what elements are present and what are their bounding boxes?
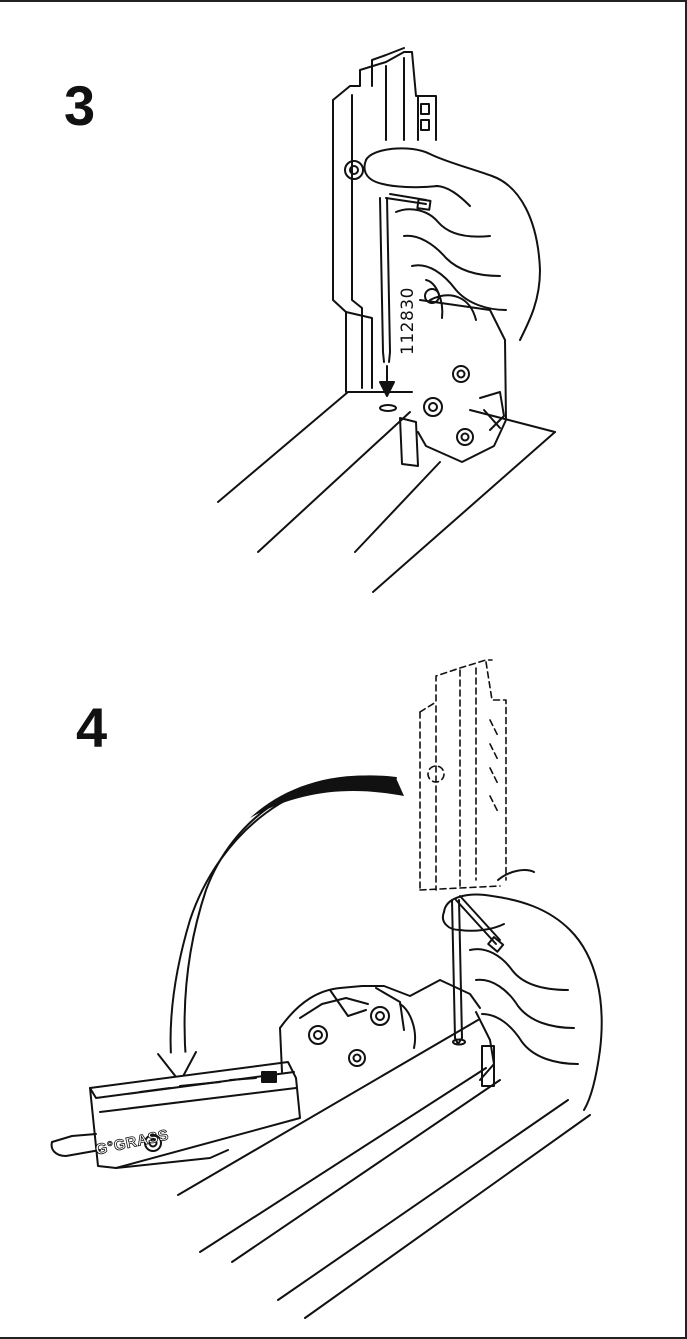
step3-down-arrow (379, 365, 397, 412)
hex-key-part-code: 112830 (398, 287, 418, 355)
step4-hex-key (451, 895, 505, 1046)
step-3-number: 3 (64, 74, 96, 137)
step4-hinge-body (50, 979, 495, 1169)
step3-drawer-rails (217, 391, 556, 593)
step-4-number: 4 (76, 696, 108, 759)
step4-hand (442, 869, 603, 1111)
step3-hand (363, 147, 541, 341)
step4-drawer-rails (177, 1019, 591, 1319)
step3-hex-key (379, 193, 432, 363)
step3-hinge-body (332, 47, 507, 467)
step4-ghost-hinge (419, 659, 507, 891)
